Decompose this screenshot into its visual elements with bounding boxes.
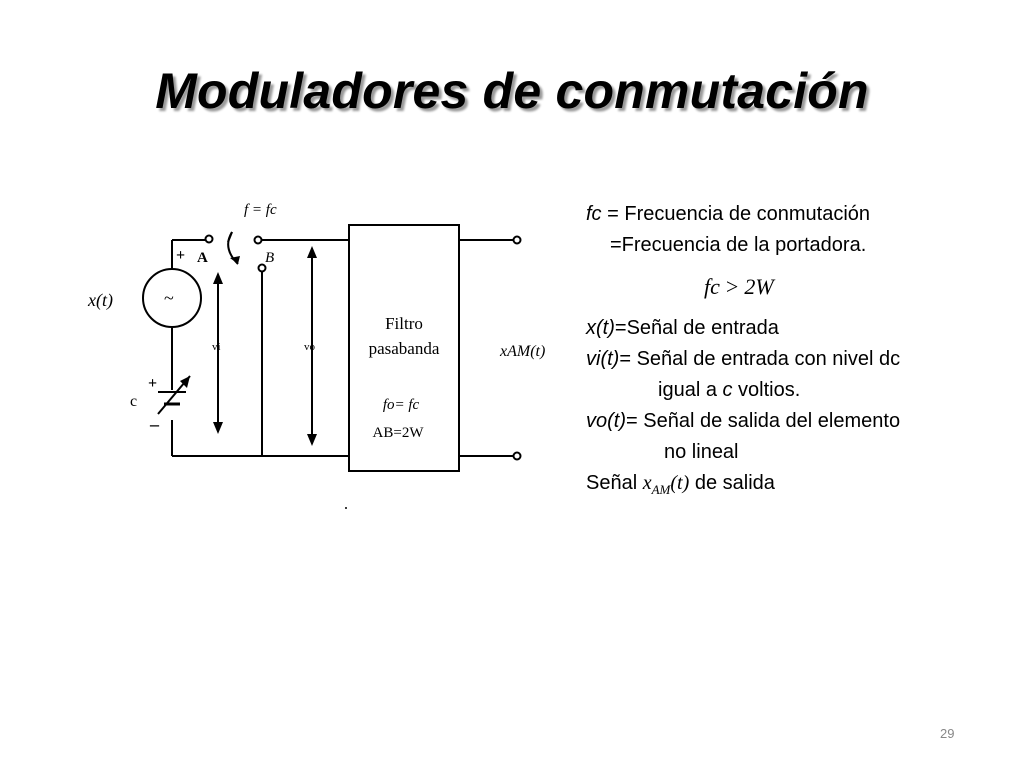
output-sub: AM — [651, 482, 671, 497]
vi-term: vi(t) — [586, 348, 620, 370]
stray-dot — [345, 507, 347, 509]
definition-vi: vi(t)= Señal de entrada con nivel dc — [586, 344, 1006, 375]
node-a-label: A — [197, 250, 208, 266]
switch-frequency-label: f = fc — [244, 202, 277, 218]
condition-equation: fc>2W — [586, 261, 1006, 313]
vo-definition: = Señal de salida del elemento — [626, 410, 901, 432]
vi-definition: = Señal de entrada con nivel dc — [619, 348, 901, 370]
filter-center-frequency: fo= fc — [383, 397, 420, 413]
definition-vo: vo(t)= Señal de salida del elemento — [586, 406, 1006, 437]
slide-title: Moduladores de conmutación — [155, 63, 869, 119]
switch-arrow-up — [227, 231, 233, 243]
equation-right: 2W — [744, 274, 774, 299]
plus-top-label: + — [176, 247, 185, 264]
output-t: (t) — [670, 472, 690, 494]
x-definition: =Señal de entrada — [614, 317, 779, 339]
page-number: 29 — [940, 726, 955, 741]
node-b-terminal — [253, 235, 263, 245]
battery-arrow-head — [180, 376, 190, 388]
definition-output: Señal xAM(t) de salida — [586, 468, 1006, 505]
filter-bandwidth: AB=2W — [373, 425, 425, 441]
node-b-lower-terminal — [257, 263, 267, 273]
fc-definition: = Frecuencia de conmutación — [601, 203, 871, 225]
input-signal-label: x(t) — [87, 290, 113, 311]
definition-x: x(t)=Señal de entrada — [586, 313, 1006, 344]
vo-label: vo — [304, 341, 316, 353]
vi-arrow-head-down — [213, 422, 223, 434]
vo-arrow-head-down — [307, 434, 317, 446]
x-term: x(t) — [586, 317, 615, 339]
definition-fc: fc = Frecuencia de conmutación — [586, 199, 1006, 230]
vi-cont-a: igual a — [658, 379, 723, 401]
equation-operator: > — [725, 274, 739, 299]
dc-label: c — [130, 393, 137, 410]
vo-arrow-head-up — [307, 246, 317, 258]
definitions-panel: fc = Frecuencia de conmutación =Frecuenc… — [586, 199, 1006, 505]
switch-blade — [209, 239, 254, 240]
switch-arrow-head — [230, 256, 240, 264]
vi-arrow-head-up — [213, 272, 223, 284]
filter-name-line2: pasabanda — [369, 339, 440, 358]
output-a: Señal — [586, 472, 643, 494]
output-terminal-bottom — [512, 451, 522, 461]
filter-name-line1: Filtro — [385, 314, 423, 333]
vo-term: vo(t) — [586, 410, 626, 432]
node-b-label: B — [265, 250, 274, 266]
definition-vo-continued: no lineal — [664, 441, 739, 463]
output-terminal-top — [512, 235, 522, 245]
ac-source — [142, 268, 202, 328]
filter-box — [348, 224, 460, 472]
dc-plus-label: + — [148, 375, 157, 392]
definition-fc-continued: =Frecuencia de la portadora. — [610, 234, 867, 256]
dc-minus-label: – — [149, 414, 160, 434]
vi-cont-c: c — [722, 379, 733, 401]
equation-left: fc — [704, 274, 720, 299]
fc-term: fc — [586, 203, 602, 225]
source-symbol: ~ — [164, 288, 174, 308]
output-x: x — [642, 472, 652, 494]
vi-cont-b: voltios. — [732, 379, 801, 401]
output-signal-label: xAM(t) — [499, 343, 545, 360]
node-a-terminal — [204, 234, 214, 244]
definition-vi-continued: igual a c voltios. — [586, 375, 1006, 406]
vi-label: vi — [212, 341, 221, 353]
output-b: de salida — [689, 472, 775, 494]
